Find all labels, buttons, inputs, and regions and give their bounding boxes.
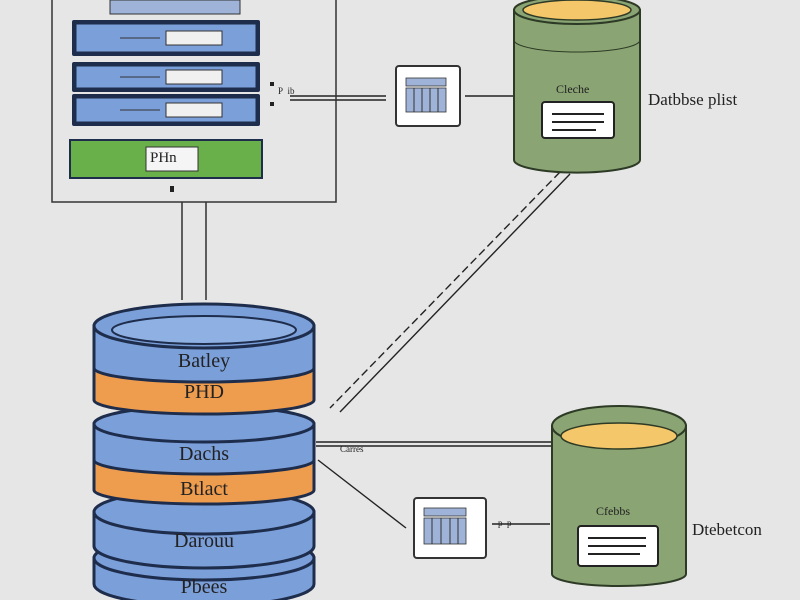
- connector-mid-label: Carres: [340, 444, 364, 454]
- stack-label-3: Dachs: [179, 443, 229, 465]
- stack-label-5: Darouu: [174, 530, 234, 552]
- server-unit-1: [72, 20, 260, 56]
- dashed-link-top-2: [339, 173, 571, 413]
- connector-bottom-label: p p: [498, 518, 512, 528]
- cylinder-top-side-label: Datbbse plist: [648, 90, 738, 109]
- database-stack: [92, 302, 316, 600]
- cylinder-bottom-label: Cfebbs: [596, 504, 630, 518]
- server-rack-frame: [51, 0, 337, 203]
- cylinder-top-card: [541, 101, 615, 139]
- document-icon-bottom: [413, 497, 487, 559]
- stack-to-doc-bottom-line: [317, 459, 407, 529]
- stack-label-4: Btlact: [180, 478, 228, 500]
- server-connector-label: P ib: [278, 86, 295, 96]
- server-rack: [51, 0, 337, 203]
- server-label: PHn: [150, 150, 177, 166]
- stack-label-1: Batley: [177, 350, 231, 372]
- server-label-box: [145, 146, 199, 172]
- server-green-panel: [69, 139, 263, 179]
- connector-lines: [181, 95, 571, 529]
- cylinder-bottom-side-label: Dtebetcon: [692, 520, 762, 539]
- dashed-link-top: [329, 171, 561, 409]
- server-top-cap: [109, 0, 241, 15]
- database-cylinder-bottom: [551, 405, 687, 587]
- stack-label-2: PHD: [183, 381, 224, 403]
- document-icon-top: [395, 65, 461, 127]
- cylinder-top-label: Cleche: [556, 82, 590, 96]
- server-unit-3: [72, 94, 260, 126]
- database-cylinder-top: [513, 0, 641, 174]
- server-unit-2: [72, 62, 260, 92]
- stack-label-6: Pbees: [180, 576, 228, 598]
